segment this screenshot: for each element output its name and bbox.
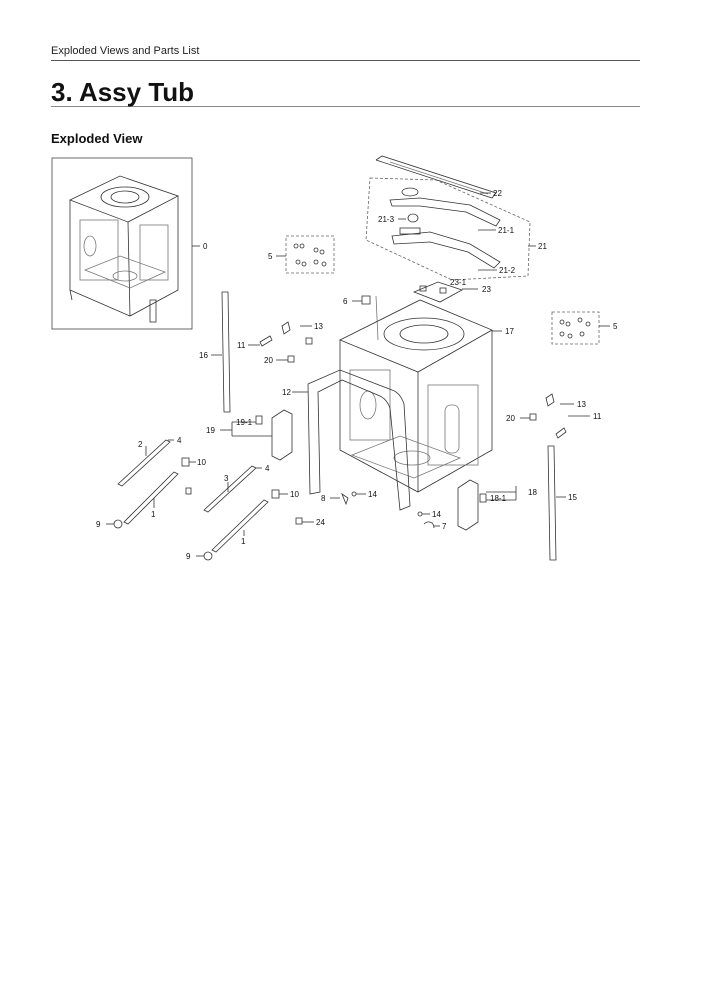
part-5-right-fasteners bbox=[559, 317, 591, 339]
page-header: Exploded Views and Parts List bbox=[51, 45, 640, 61]
label-5-left: 5 bbox=[268, 252, 273, 261]
assembly-inset-frame bbox=[51, 157, 193, 330]
label-10-lower: 10 bbox=[290, 490, 299, 499]
part-22-bracket bbox=[375, 155, 497, 199]
part-9-wheel-upper bbox=[113, 519, 123, 529]
label-4-lower: 4 bbox=[265, 464, 270, 473]
part-10-stopper-lower bbox=[271, 489, 280, 499]
part-20-right-clip bbox=[529, 413, 537, 421]
part-9-wheel-lower bbox=[203, 551, 213, 561]
part-21-group-boundary bbox=[365, 177, 531, 281]
part-19-hinge-assembly bbox=[255, 409, 293, 461]
label-21-1: 21-1 bbox=[498, 226, 515, 235]
label-9-lower: 9 bbox=[186, 552, 191, 561]
part-23-vent bbox=[412, 281, 463, 303]
assembled-tub-inset bbox=[68, 175, 180, 323]
label-22: 22 bbox=[493, 189, 502, 198]
label-8: 8 bbox=[321, 494, 326, 503]
part-15-side-rail bbox=[547, 445, 557, 561]
label-9-upper: 9 bbox=[96, 520, 101, 529]
part-14-screw-lower bbox=[417, 511, 423, 517]
part-13-right-bracket bbox=[545, 393, 555, 407]
label-14-upper: 14 bbox=[368, 490, 377, 499]
section-title: Exploded View bbox=[51, 131, 143, 146]
label-18-1: 18-1 bbox=[490, 494, 507, 503]
label-18: 18 bbox=[528, 488, 537, 497]
label-17: 17 bbox=[505, 327, 514, 336]
label-16: 16 bbox=[199, 351, 208, 360]
part-labels: 0 22 21-3 21-1 21 21-2 5 23-1 23 6 5 17 … bbox=[96, 189, 618, 561]
label-12: 12 bbox=[282, 388, 291, 397]
part-5-left-group bbox=[285, 235, 335, 274]
label-3: 3 bbox=[224, 474, 229, 483]
part-17-tub bbox=[339, 299, 493, 493]
part-6-clip bbox=[361, 295, 371, 305]
label-7: 7 bbox=[442, 522, 447, 531]
part-2-rail bbox=[117, 439, 171, 487]
part-10-stopper-upper bbox=[181, 457, 190, 467]
part-16-side-rail bbox=[221, 291, 231, 413]
label-13-left: 13 bbox=[314, 322, 323, 331]
part-1-rail-lower bbox=[211, 499, 269, 553]
label-11-left: 11 bbox=[237, 341, 246, 350]
label-10-upper: 10 bbox=[197, 458, 206, 467]
label-5-right: 5 bbox=[613, 322, 618, 331]
part-13-left-bracket bbox=[281, 321, 291, 335]
label-21-3: 21-3 bbox=[378, 215, 395, 224]
label-21-2: 21-2 bbox=[499, 266, 516, 275]
label-20-right: 20 bbox=[506, 414, 515, 423]
label-2: 2 bbox=[138, 440, 143, 449]
label-1-upper: 1 bbox=[151, 510, 156, 519]
label-24: 24 bbox=[316, 518, 325, 527]
label-0: 0 bbox=[203, 242, 208, 251]
part-3-rail bbox=[203, 465, 257, 513]
part-11-right-hinge bbox=[555, 427, 567, 439]
page-title: 3. Assy Tub bbox=[51, 78, 640, 107]
part-5-right-group bbox=[551, 311, 600, 345]
label-19-1: 19-1 bbox=[236, 418, 253, 427]
part-20-left-clip bbox=[287, 355, 295, 363]
part-7-clip bbox=[423, 521, 435, 529]
label-23-1: 23-1 bbox=[450, 278, 467, 287]
part-8-latch bbox=[341, 492, 349, 506]
part-12-gasket bbox=[307, 369, 411, 511]
part-11-left-hinge bbox=[259, 335, 273, 347]
part-1-rail-upper bbox=[123, 471, 179, 525]
part-18-hinge-assembly bbox=[457, 479, 487, 531]
label-11-right: 11 bbox=[593, 412, 602, 421]
label-19: 19 bbox=[206, 426, 215, 435]
label-4-upper: 4 bbox=[177, 436, 182, 445]
part-24-cap bbox=[295, 517, 303, 525]
label-21: 21 bbox=[538, 242, 547, 251]
label-15: 15 bbox=[568, 493, 577, 502]
label-13-right: 13 bbox=[577, 400, 586, 409]
label-1-lower: 1 bbox=[241, 537, 246, 546]
part-5-left-fasteners bbox=[293, 243, 327, 267]
label-6: 6 bbox=[343, 297, 348, 306]
label-23: 23 bbox=[482, 285, 491, 294]
label-20-left: 20 bbox=[264, 356, 273, 365]
label-14-lower: 14 bbox=[432, 510, 441, 519]
part-21-spray-assembly bbox=[389, 187, 501, 269]
part-14-screw-upper bbox=[351, 491, 357, 497]
